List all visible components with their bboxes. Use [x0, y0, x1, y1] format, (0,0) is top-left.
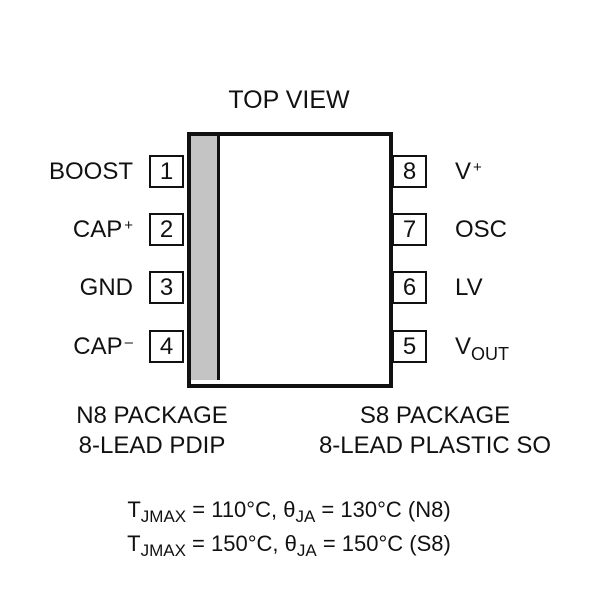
thermal-1-t-val: = 150°C, — [185, 531, 285, 556]
pin-label-5-sub: OUT — [471, 344, 510, 364]
pin-box-8: 8 — [392, 155, 427, 188]
pin-box-7: 7 — [392, 213, 427, 246]
package-s8-line1: S8 PACKAGE — [359, 402, 511, 429]
thermal-spec-s8: TJMAX = 150°C, θJA = 150°C (S8) — [0, 530, 578, 560]
thermal-1-theta-val: = 150°C (S8) — [316, 531, 451, 556]
pin-box-3: 3 — [149, 271, 184, 304]
pin-label-2-sup: + — [124, 217, 133, 234]
diagram-title: TOP VIEW — [228, 86, 350, 114]
pin-label-8: V+ — [455, 155, 482, 188]
pin-label-7: OSC — [455, 213, 507, 246]
package-n8-line1: N8 PACKAGE — [76, 402, 228, 429]
thermal-spec-n8: TJMAX = 110°C, θJA = 130°C (N8) — [0, 496, 578, 526]
pin-box-2: 2 — [149, 213, 184, 246]
pin-label-2: CAP+ — [73, 213, 133, 246]
thermal-0-theta: θ — [283, 497, 296, 522]
pin-label-6-name: LV — [455, 274, 483, 301]
pin-box-6: 6 — [392, 271, 427, 304]
thermal-1-theta-sub: JA — [296, 541, 317, 560]
pin-label-4-name: CAP — [73, 333, 123, 360]
pin-box-1: 1 — [149, 155, 184, 188]
pin-label-1: BOOST — [49, 155, 133, 188]
thermal-0-theta-sub: JA — [295, 507, 316, 526]
thermal-1-theta: θ — [284, 531, 297, 556]
pin-label-8-name: V — [455, 158, 472, 185]
pin-label-4-sup: – — [124, 334, 133, 351]
thermal-0-t-val: = 110°C, — [186, 497, 284, 522]
pin-label-7-name: OSC — [455, 216, 508, 243]
pin1-indicator-bar — [191, 136, 220, 380]
pin-label-2-name: CAP — [72, 216, 123, 243]
thermal-1-t: T — [127, 531, 141, 556]
thermal-1-t-sub: JMAX — [140, 541, 186, 560]
ic-body — [187, 132, 393, 388]
pin-box-5: 5 — [392, 330, 427, 363]
package-s8-caption: S8 PACKAGE 8-LEAD PLASTIC SO — [310, 401, 560, 461]
thermal-0-t-sub: JMAX — [140, 507, 187, 526]
pin-label-5: VOUT — [455, 330, 509, 365]
pin-label-8-sup: + — [473, 159, 482, 176]
package-s8-line2: 8-LEAD PLASTIC SO — [318, 432, 552, 459]
package-n8-caption: N8 PACKAGE 8-LEAD PDIP — [52, 401, 252, 461]
thermal-0-theta-val: = 130°C (N8) — [315, 497, 451, 522]
pin-label-1-name: BOOST — [48, 158, 133, 185]
pin-label-3: GND — [80, 271, 133, 304]
pin-label-3-name: GND — [79, 274, 133, 301]
thermal-0-t: T — [127, 497, 141, 522]
pin-label-5-name: V — [455, 333, 472, 360]
pin-label-6: LV — [455, 271, 483, 304]
package-n8-line2: 8-LEAD PDIP — [78, 432, 226, 459]
pin-label-4: CAP– — [73, 330, 133, 363]
pin-box-4: 4 — [149, 330, 184, 363]
